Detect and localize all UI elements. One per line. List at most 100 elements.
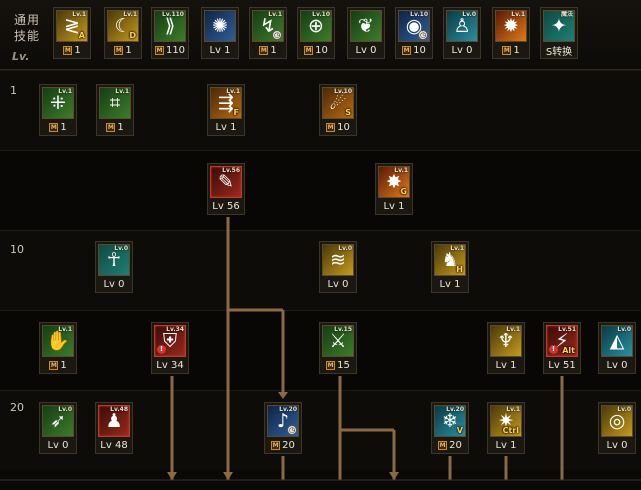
fire-rush-icon[interactable]: ✹Lv.1 — [495, 10, 527, 42]
alien-mask-icon[interactable]: ◭Lv.0 — [601, 325, 633, 357]
swift-step-icon[interactable]: ↯Lv.1◷ — [252, 10, 284, 42]
general-skill-4[interactable]: ✺Lv 1 — [201, 7, 239, 59]
skill-level-text: Lv 0 — [606, 440, 628, 451]
skill-icon-level-tag: Lv.1 — [268, 11, 282, 18]
master-badge-icon: M — [326, 123, 336, 132]
skill-icon-level-tag: Lv.0 — [58, 406, 72, 413]
skill-icon-level-tag: Lv.1 — [506, 406, 520, 413]
skill-level-text: Lv 1 — [439, 279, 461, 290]
magic-swap-icon[interactable]: ✦魔法 — [543, 10, 575, 42]
skill-level-text: 1 — [60, 122, 67, 133]
flare-wave-icon[interactable]: ≋Lv.0 — [322, 244, 354, 276]
grid-burst-icon[interactable]: ⌗Lv.1 — [99, 87, 131, 119]
master-badge-icon: M — [304, 46, 314, 55]
golden-ring-icon[interactable]: ◎Lv.0 — [601, 405, 633, 437]
leaf-guard-icon[interactable]: ❦ — [350, 10, 382, 42]
body-aura-icon[interactable]: ♙Lv.0 — [446, 10, 478, 42]
cross-strike-icon[interactable]: ⁜Lv.1 — [42, 87, 74, 119]
row5-skill-6[interactable]: ◎Lv.0 Lv 0 — [598, 402, 636, 454]
clock-icon: ◷ — [287, 425, 297, 435]
skill-icon-level-tag: Lv.1 — [226, 88, 240, 95]
red-spirit-icon[interactable]: ♟Lv.48 — [98, 405, 130, 437]
master-badge-icon: M — [438, 441, 448, 450]
shield-crest-icon[interactable]: ⛨Lv.34! — [154, 325, 186, 357]
skill-icon-level-tag: 魔法 — [560, 11, 573, 18]
master-badge-icon: M — [49, 361, 59, 370]
skill-level-text: 10 — [337, 122, 350, 133]
wing-burst-icon[interactable]: ✺ — [204, 10, 236, 42]
skill-level: Lv 51 — [544, 358, 580, 373]
general-skill-7[interactable]: ❦ Lv 0 — [347, 7, 385, 59]
music-note-icon[interactable]: ♪Lv.20◷ — [267, 405, 299, 437]
skill-icon-level-tag: Lv.10 — [334, 88, 352, 95]
skill-level-text: Lv 1 — [495, 440, 517, 451]
skill-level-text: Lv 34 — [156, 360, 184, 371]
palm-strike-icon[interactable]: ✋Lv.1 — [42, 325, 74, 357]
master-badge-icon: M — [502, 46, 512, 55]
general-skills-label: 通用 技能 — [14, 12, 44, 44]
skill-icon-level-tag: Lv.1 — [394, 167, 408, 174]
skill-level: Lv 1 — [488, 438, 524, 453]
skill-icon-level-tag: Lv.10 — [312, 11, 330, 18]
row4-skill-2[interactable]: ⛨Lv.34! Lv 34 — [151, 322, 189, 374]
red-claw-icon[interactable]: ✎Lv.56 — [210, 166, 242, 198]
target-aim-icon[interactable]: ⊕Lv.10 — [300, 10, 332, 42]
general-skills-label-line1: 通用 — [14, 13, 41, 27]
hotkey-label: Alt — [562, 346, 575, 355]
general-skills-label-line2: 技能 — [14, 29, 41, 43]
skill-level-text: Lv 0 — [355, 45, 377, 56]
dash-figure-icon[interactable]: ⟫Lv.110 — [154, 10, 186, 42]
leaf-dash-icon[interactable]: ➶Lv.0 — [42, 405, 74, 437]
skill-icon-level-tag: Lv.1 — [123, 11, 137, 18]
golden-spike-icon[interactable]: ♆Lv.1 — [490, 325, 522, 357]
skill-level-text: 10 — [315, 45, 328, 56]
eye-vision-icon[interactable]: ◉Lv.10◷ — [398, 10, 430, 42]
twin-blade-icon[interactable]: ⚔Lv.15 — [322, 325, 354, 357]
skill-level-text: Lv 51 — [548, 360, 576, 371]
spirit-figure-icon[interactable]: ☥Lv.0 — [98, 244, 130, 276]
